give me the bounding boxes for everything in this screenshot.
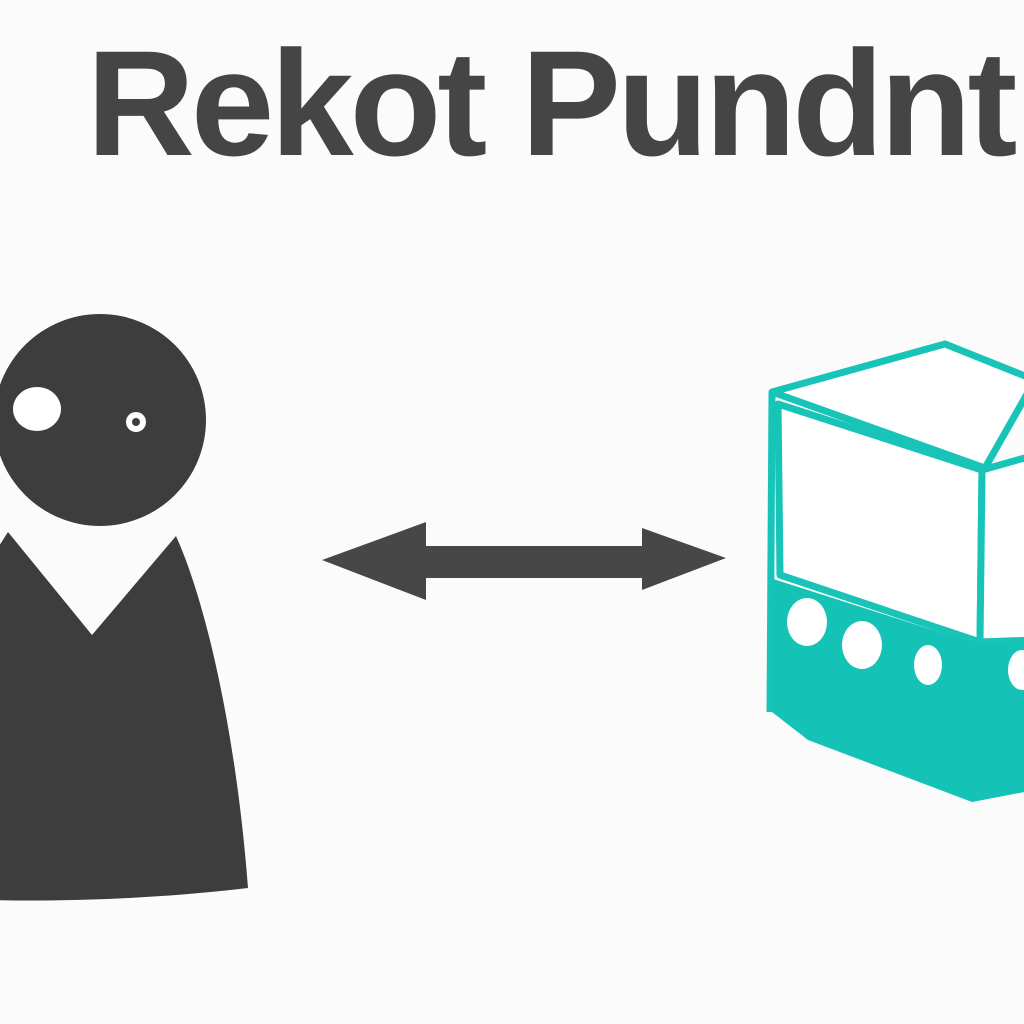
- box-indicator-3: [914, 645, 942, 685]
- box-indicator-1: [787, 598, 827, 646]
- person-pupil-right: [132, 418, 140, 426]
- box-left-edge: [766, 391, 776, 713]
- box-top-face: [768, 340, 1024, 472]
- box-indicator-2: [842, 621, 882, 669]
- person-icon: [0, 314, 248, 901]
- person-eye-left: [13, 387, 61, 431]
- diagram-title: Rekot Pundnt: [86, 19, 1018, 187]
- person-head: [0, 314, 206, 526]
- double-arrow-icon: [322, 522, 726, 600]
- box-indicator-4: [1008, 650, 1024, 690]
- person-body: [0, 532, 248, 901]
- box-side-face: [976, 454, 1024, 646]
- server-box-icon: [766, 340, 1024, 802]
- box-base: [770, 578, 1024, 802]
